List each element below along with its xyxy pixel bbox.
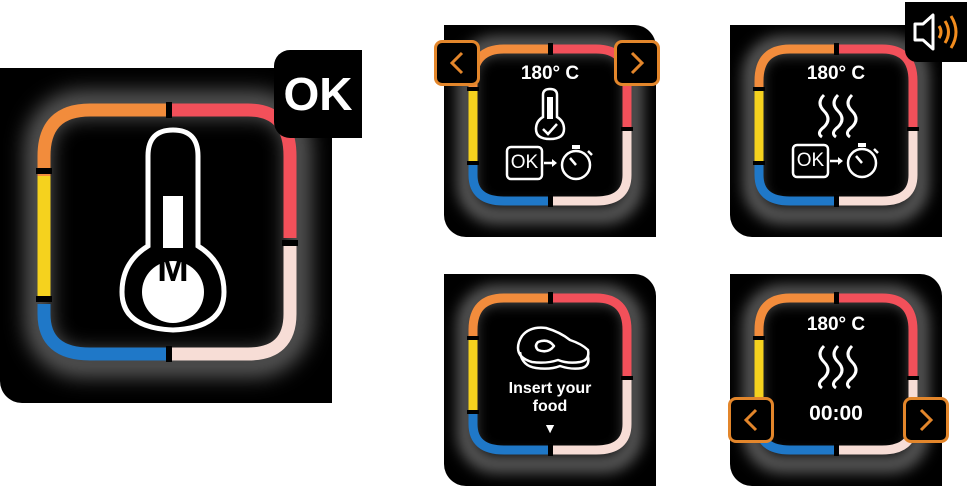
preheat-prev-button[interactable] (434, 40, 480, 86)
chevron-left-icon (449, 51, 464, 75)
speaker-icon (913, 13, 958, 51)
timer-panel: 180° C 00:00 (730, 274, 942, 486)
preheat-next-button[interactable] (614, 40, 660, 86)
heating-ok-key-label: OK (796, 150, 825, 171)
ok-badge[interactable]: OK (274, 50, 362, 138)
timer-time-readout[interactable]: 00:00 (809, 402, 863, 425)
ok-key-icon (791, 143, 830, 179)
heat-waves-icon (817, 344, 858, 390)
main-ring-display (25, 91, 311, 377)
timer-prev-button[interactable] (728, 397, 774, 443)
chevron-left-icon (743, 408, 758, 432)
ok-key-icon (505, 145, 544, 181)
stopwatch-icon (846, 143, 879, 179)
down-indicator-icon: ▼ (543, 420, 557, 436)
insert-food-message-line1: Insert your (508, 380, 592, 397)
insert-food-panel: Insert your food ▼ (444, 274, 656, 486)
chevron-right-icon (919, 408, 934, 432)
preheat-ok-key-label: OK (510, 152, 539, 173)
steak-icon (516, 326, 590, 370)
stopwatch-icon (560, 145, 593, 181)
thermometer-check-icon (534, 87, 566, 141)
heat-waves-icon (817, 93, 858, 139)
mode-letter: M (157, 248, 189, 290)
chevron-right-icon (630, 51, 645, 75)
heating-panel: 180° C OK (730, 25, 942, 237)
heating-ring-display (743, 36, 929, 224)
heating-temperature: 180° C (806, 63, 866, 84)
thermometer-mode-icon (119, 127, 227, 333)
preheat-temperature: 180° C (520, 63, 580, 84)
insert-food-message-line2: food (532, 398, 568, 415)
insert-food-ring-display (457, 285, 643, 473)
timer-temperature: 180° C (806, 314, 866, 335)
timer-next-button[interactable] (903, 397, 949, 443)
sound-indicator (905, 2, 967, 62)
timer-ring-display (743, 285, 929, 473)
